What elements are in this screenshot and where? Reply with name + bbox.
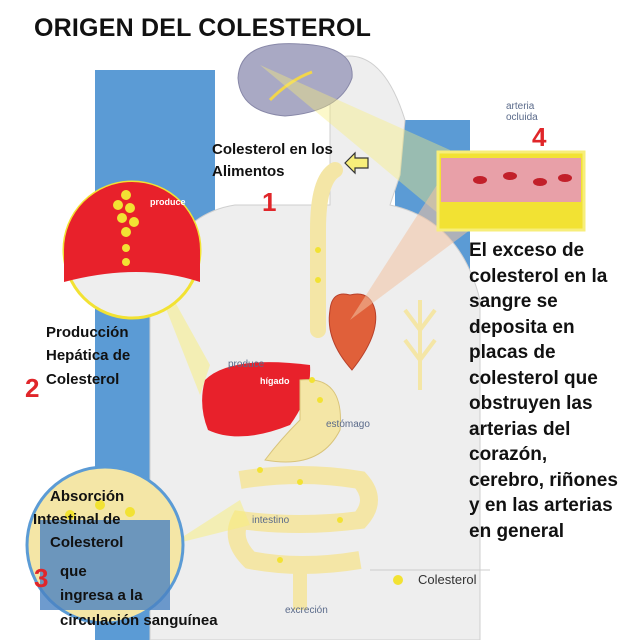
excess-line: El exceso de [469,240,585,261]
page-title: ORIGEN DEL COLESTEROL [34,14,372,42]
excess-line: en general [469,520,565,542]
intestine-zoom-circle [25,465,185,625]
intestine-label-line5: ingresa a la [60,587,143,604]
liver-label-line1: Producción [46,324,129,341]
intestine-zoom-beam [170,500,250,545]
step-number-4: 4 [532,122,547,152]
nerve-tree [403,300,437,390]
legend-cholesterol-dot [393,575,403,585]
artery-label: arteria ocluida [506,101,538,123]
excess-line: cerebro, riñones [469,469,618,491]
artery-label-line1: arteria [506,101,535,112]
excess-line: arterias del [469,418,571,440]
food-intake-arrow-icon [344,151,369,175]
liver-zoom-circle [62,180,202,320]
liver [202,362,311,437]
excess-line: colesterol en la [469,265,608,287]
food-label-line1: Colesterol en los [212,141,333,158]
liver-label-line3: Colesterol [46,371,120,388]
excess-line: sangre se [469,291,558,312]
excess-line: obstruyen las [469,393,593,414]
liver-label: hígado [260,376,290,386]
food-label-line2: Alimentos [212,163,285,180]
liver-label-line2: Hepática de [46,347,131,364]
brain-zoom-beam [260,65,450,215]
artery-label-line2: ocluida [506,112,538,123]
produce-label-mid: produce [228,359,265,370]
excess-line: colesterol que [469,367,598,389]
intestine-label-line3: Colesterol [50,534,124,551]
step-number-3: 3 [34,563,49,593]
excess-line: placas de [469,342,556,363]
excess-line: y en las arterias [469,495,613,516]
esophagus [310,162,343,338]
step-number-2: 2 [25,373,40,403]
brain-artery [268,70,313,102]
produce-label-top: produce [150,197,186,207]
intestine-label-line4: que [60,563,87,580]
intestine [227,466,378,574]
heart [328,293,377,371]
excretion-label: excreción [285,605,328,616]
excess-cholesterol-text: El exceso de colesterol en la sangre se … [469,238,639,544]
intestine-label-line6: circulación sanguínea [60,612,218,629]
artery-zoom [436,150,586,232]
intestine-label-line1: Absorción [50,488,125,505]
intestine-label-line2: Intestinal de [33,511,121,528]
step-number-1: 1 [262,187,277,217]
intestine-label: intestino [252,515,290,526]
excess-line: deposita en [469,316,575,338]
legend-label: Colesterol [418,572,477,587]
cholesterol-dots [257,247,343,563]
excess-line: corazón, [469,444,548,465]
stomach-label: estómago [326,419,370,430]
